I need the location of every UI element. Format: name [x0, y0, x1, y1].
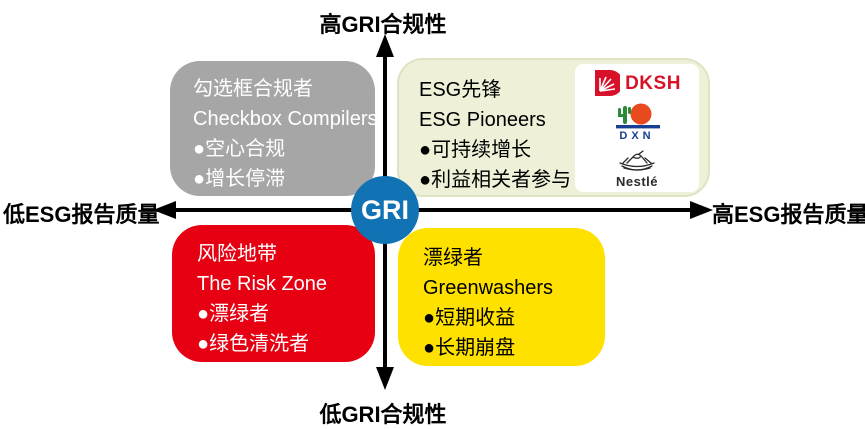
- quadrant-title: 勾选框合规者: [193, 78, 313, 100]
- quadrant-subtitle: Checkbox Compilers: [193, 108, 378, 130]
- quadrant-risk-zone: 风险地带 The Risk Zone ●漂绿者 ●绿色清洗者: [172, 225, 375, 362]
- axis-label-bottom: 低GRI合规性: [319, 402, 447, 427]
- quadrant-checkbox-compilers: 勾选框合规者 Checkbox Compilers ●空心合规 ●增长停滞: [170, 61, 378, 196]
- nestle-wordmark: Nestlé: [615, 174, 659, 189]
- gri-center-badge: GRI: [351, 176, 419, 244]
- nestle-nest-icon: [619, 150, 655, 171]
- quadrant-bullet-item: ●增长停滞: [193, 168, 286, 190]
- quadrant-bullet-item: ●绿色清洗者: [197, 333, 310, 355]
- arrowhead-left-icon: [153, 201, 176, 219]
- company-logo-panel: DKSH DXN: [575, 64, 699, 192]
- quadrant-subtitle: ESG Pioneers: [419, 109, 546, 131]
- axis-label-right: 高ESG报告质量: [712, 202, 865, 227]
- quadrant-title: 风险地带: [197, 243, 277, 265]
- quadrant-bullet-item: ●短期收益: [423, 307, 516, 329]
- quadrant-title: ESG先锋: [419, 79, 502, 101]
- quadrant-bullet-item: ●利益相关者参与: [419, 169, 572, 191]
- gri-label: GRI: [360, 194, 409, 225]
- dksh-wordmark: DKSH: [625, 72, 681, 94]
- axis-label-left: 低ESG报告质量: [3, 202, 160, 227]
- dxn-sun-cactus-icon: [616, 103, 660, 129]
- quadrant-bullet-item: ●空心合规: [193, 138, 286, 160]
- nestle-logo: Nestlé: [614, 148, 660, 188]
- quadrant-subtitle: Greenwashers: [423, 277, 554, 299]
- axis-label-top: 高GRI合规性: [319, 12, 447, 37]
- dksh-logo: DKSH: [593, 69, 681, 97]
- quadrant-subtitle: The Risk Zone: [197, 273, 328, 295]
- quadrant-bullet-item: ●长期崩盘: [423, 337, 516, 359]
- quadrant-bullet-item: ●可持续增长: [419, 139, 532, 161]
- dxn-wordmark: DXN: [619, 130, 655, 142]
- arrowhead-down-icon: [376, 367, 394, 390]
- dksh-fan-icon: [595, 70, 621, 96]
- quadrant-bullet-item: ●漂绿者: [197, 303, 270, 325]
- dxn-logo: DXN: [608, 103, 666, 142]
- arrowhead-right-icon: [690, 201, 713, 219]
- quadrant-title: 漂绿者: [423, 247, 483, 269]
- quadrant-esg-pioneers: ESG先锋 ESG Pioneers ●可持续增长 ●利益相关者参与: [397, 58, 710, 197]
- quadrant-greenwashers: 漂绿者 Greenwashers ●短期收益 ●长期崩盘: [398, 228, 605, 366]
- arrowhead-up-icon: [376, 34, 394, 57]
